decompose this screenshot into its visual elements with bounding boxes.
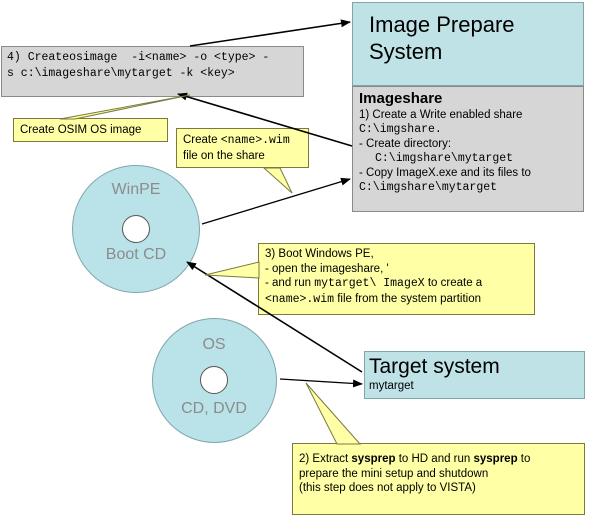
callout-boot-line-3: - and run mytarget\ ImageX to create a <box>265 276 528 292</box>
callout-sysprep-keyword-2: sysprep <box>473 453 518 465</box>
callout-boot-line-4-suffix: file from the system partition <box>334 292 482 305</box>
imageshare-box: Imageshare 1) Create a Write enabled sha… <box>352 86 584 212</box>
createosimage-command-box: 4) Createosimage -i<name> -o <type> - s … <box>1 46 304 97</box>
callout-boot-line-1: 3) Boot Windows PE, <box>265 248 374 260</box>
callout-extract-sysprep: 2) Extract sysprep to HD and run sysprep… <box>292 443 585 515</box>
callout-sysprep-pointer <box>305 382 362 445</box>
callout-wim-line-1: Create <name>.wim <box>183 133 302 149</box>
image-prepare-title-line-2: System <box>369 39 443 64</box>
winpe-label: WinPE <box>111 181 161 198</box>
imageshare-path-3: C:\imgshare\mytarget <box>359 180 498 194</box>
callout-sysprep-line-3: (this step does not apply to VISTA) <box>299 482 476 494</box>
image-prepare-title-line-1: Image Prepare <box>369 12 515 37</box>
cd-dvd-label: CD, DVD <box>181 400 247 417</box>
arrow-command-to-image-prepare <box>189 19 351 47</box>
callout-boot-windows-pe: 3) Boot Windows PE, - open the imageshar… <box>258 243 535 315</box>
target-system-box: Target system mytarget <box>364 351 585 399</box>
callout-osim-text: Create OSIM OS image <box>20 124 142 136</box>
callout-boot-line-2: - open the imageshare, ' <box>265 262 389 275</box>
callout-osim-pointer <box>59 94 191 120</box>
target-system-title: Target system <box>369 355 500 378</box>
image-prepare-system-box: Image Prepare System <box>352 2 584 86</box>
callout-create-osim-image: Create OSIM OS image <box>13 118 168 142</box>
os-disc-hole <box>200 366 228 394</box>
callout-boot-wim-name: <name>.wim <box>265 292 335 306</box>
callout-wim-prefix: Create <box>183 134 221 146</box>
callout-sysprep-keyword-1: sysprep <box>351 453 396 465</box>
arrow-winpe-to-imageshare <box>201 177 351 225</box>
callout-boot-line-4: <name>.wim file from the system partitio… <box>265 292 528 308</box>
imageshare-step-1: 1) Create a Write enabled share <box>359 109 523 121</box>
target-system-name: mytarget <box>369 380 414 392</box>
callout-sysprep-text-a: 2) Extract <box>299 453 352 465</box>
callout-boot-line-3-prefix: - and run <box>265 277 315 289</box>
imageshare-path-1: C:\imgshare. <box>359 122 442 136</box>
os-label: OS <box>202 336 226 353</box>
imageshare-step-3: - Copy ImageX.exe and its files to <box>359 167 531 179</box>
callout-boot-line-3-suffix: to create a <box>424 277 483 289</box>
callout-boot-pointer <box>204 261 260 279</box>
callout-wim-line-2: file on the share <box>183 149 265 162</box>
command-line-2: s c:\imageshare\mytarget -k <key> <box>7 67 235 80</box>
callout-sysprep-line-2: prepare the mini setup and shutdown <box>299 467 489 480</box>
imageshare-heading: Imageshare <box>359 90 443 107</box>
callout-boot-imagex-path: mytarget\ ImageX <box>314 277 425 290</box>
winpe-disc-hole <box>122 215 150 243</box>
callout-wim-code: <name>.wim <box>220 134 290 147</box>
boot-cd-label: Boot CD <box>105 246 167 263</box>
command-line-1: 4) Createosimage -i<name> -o <type> - <box>7 51 270 64</box>
imageshare-step-2: - Create directory: <box>359 138 452 150</box>
callout-sysprep-text-e: to <box>517 453 531 465</box>
callout-sysprep-line-1: 2) Extract sysprep to HD and run sysprep… <box>299 452 578 467</box>
callout-wim-pointer <box>262 167 293 194</box>
arrow-os-to-target <box>279 378 363 388</box>
callout-create-wim-file: Create <name>.wim file on the share <box>176 128 309 168</box>
callout-sysprep-text-c: to HD and run <box>395 453 474 465</box>
imageshare-path-2: C:\imgshare\mytarget <box>375 151 514 165</box>
